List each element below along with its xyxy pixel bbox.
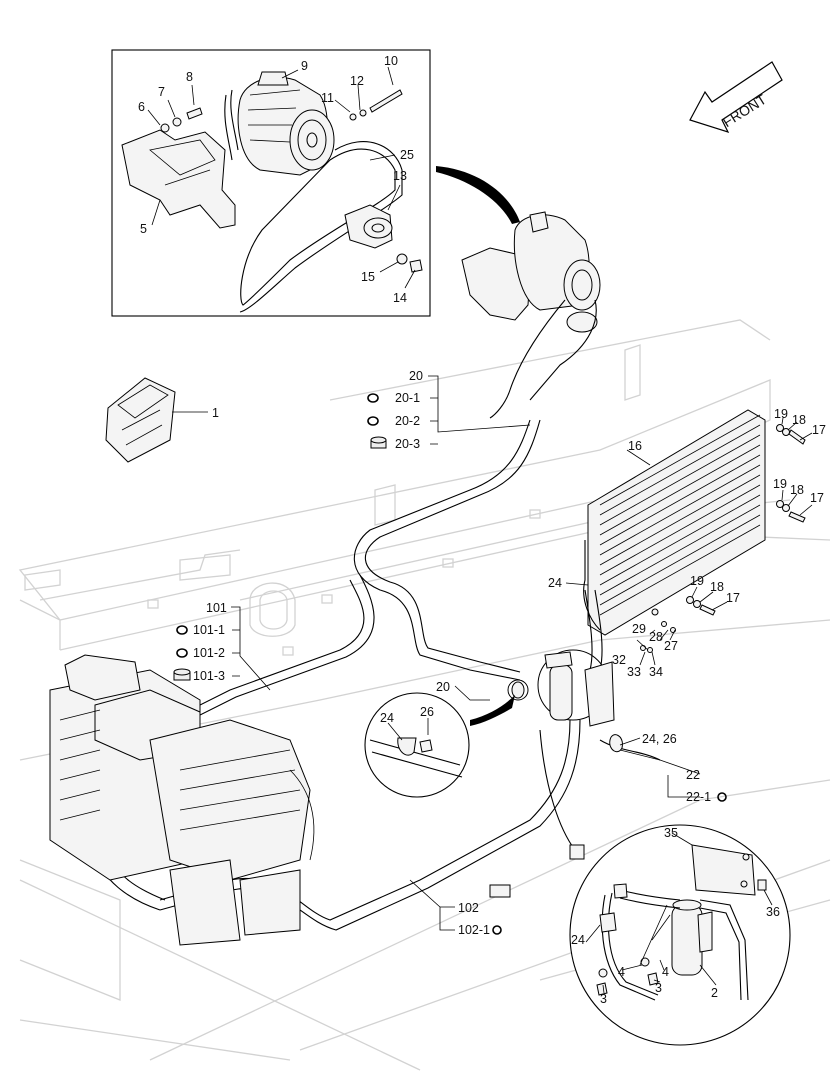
leader-lines <box>147 66 813 994</box>
label-20-1: 20-1 <box>395 391 420 405</box>
compressor-inset <box>111 49 431 317</box>
o-ring-icon <box>717 792 727 802</box>
dryer-inset <box>569 824 791 1046</box>
cap-icon-top <box>173 668 191 676</box>
label-28: 28 <box>649 630 663 644</box>
label-17a: 17 <box>812 423 826 437</box>
label-102-1: 102-1 <box>458 923 490 937</box>
label-22: 22 <box>686 768 700 782</box>
label-13: 13 <box>393 169 407 183</box>
label-7: 7 <box>158 85 165 99</box>
label-32: 32 <box>612 653 626 667</box>
label-20b: 20 <box>436 680 450 694</box>
label-24b: 24 <box>380 711 394 725</box>
label-101-1: 101-1 <box>193 623 225 637</box>
label-16: 16 <box>628 439 642 453</box>
o-ring-icon <box>176 625 188 635</box>
label-12: 12 <box>350 74 364 88</box>
compressor-main <box>461 211 601 419</box>
label-6: 6 <box>138 100 145 114</box>
label-10: 10 <box>384 54 398 68</box>
detail-arrow <box>436 166 520 224</box>
label-8: 8 <box>186 70 193 84</box>
front-arrow: FRONT <box>689 61 783 133</box>
label-9: 9 <box>301 59 308 73</box>
clamp-inset <box>364 692 515 798</box>
label-36: 36 <box>766 905 780 919</box>
receiver-dryer-main <box>537 649 615 727</box>
label-2: 2 <box>711 986 718 1000</box>
label-17b: 17 <box>810 491 824 505</box>
label-18c: 18 <box>710 580 724 594</box>
label-24a: 24 <box>548 576 562 590</box>
label-19c: 19 <box>690 574 704 588</box>
label-20-2: 20-2 <box>395 414 420 428</box>
o-ring-icon <box>367 416 379 426</box>
label-19b: 19 <box>773 477 787 491</box>
o-ring-icon <box>492 925 502 935</box>
label-1: 1 <box>212 406 219 420</box>
label-24c: 24 <box>571 933 585 947</box>
label-3: 3 <box>600 992 607 1006</box>
label-20-3: 20-3 <box>395 437 420 451</box>
part-labels: 1 2 3 3 4 4 5 6 7 8 9 10 11 12 13 14 15 … <box>138 54 826 1006</box>
label-4: 4 <box>618 965 625 979</box>
label-19a: 19 <box>774 407 788 421</box>
cap-icon-top <box>370 436 387 444</box>
label-24-26: 24, 26 <box>642 732 677 746</box>
label-101: 101 <box>206 601 227 615</box>
label-101-3: 101-3 <box>193 669 225 683</box>
label-26: 26 <box>420 705 434 719</box>
label-17c: 17 <box>726 591 740 605</box>
condenser <box>583 409 766 636</box>
label-101-2: 101-2 <box>193 646 225 660</box>
label-34: 34 <box>649 665 663 679</box>
label-33: 33 <box>627 665 641 679</box>
label-27: 27 <box>664 639 678 653</box>
label-20: 20 <box>409 369 423 383</box>
control-panel <box>105 377 176 463</box>
label-14: 14 <box>393 291 407 305</box>
label-18a: 18 <box>792 413 806 427</box>
label-29: 29 <box>632 622 646 636</box>
seal-symbols <box>173 393 727 935</box>
label-18b: 18 <box>790 483 804 497</box>
o-ring-icon <box>176 648 188 658</box>
label-4b: 4 <box>662 965 669 979</box>
hvac-unit <box>49 654 585 946</box>
label-11: 11 <box>321 91 334 105</box>
label-3b: 3 <box>655 981 662 995</box>
label-25: 25 <box>400 148 414 162</box>
condenser-hardware <box>609 424 806 753</box>
label-5: 5 <box>140 222 147 236</box>
label-35: 35 <box>664 826 678 840</box>
label-102: 102 <box>458 901 479 915</box>
o-ring-icon <box>367 393 379 403</box>
label-15: 15 <box>361 270 375 284</box>
label-22-1: 22-1 <box>686 790 711 804</box>
